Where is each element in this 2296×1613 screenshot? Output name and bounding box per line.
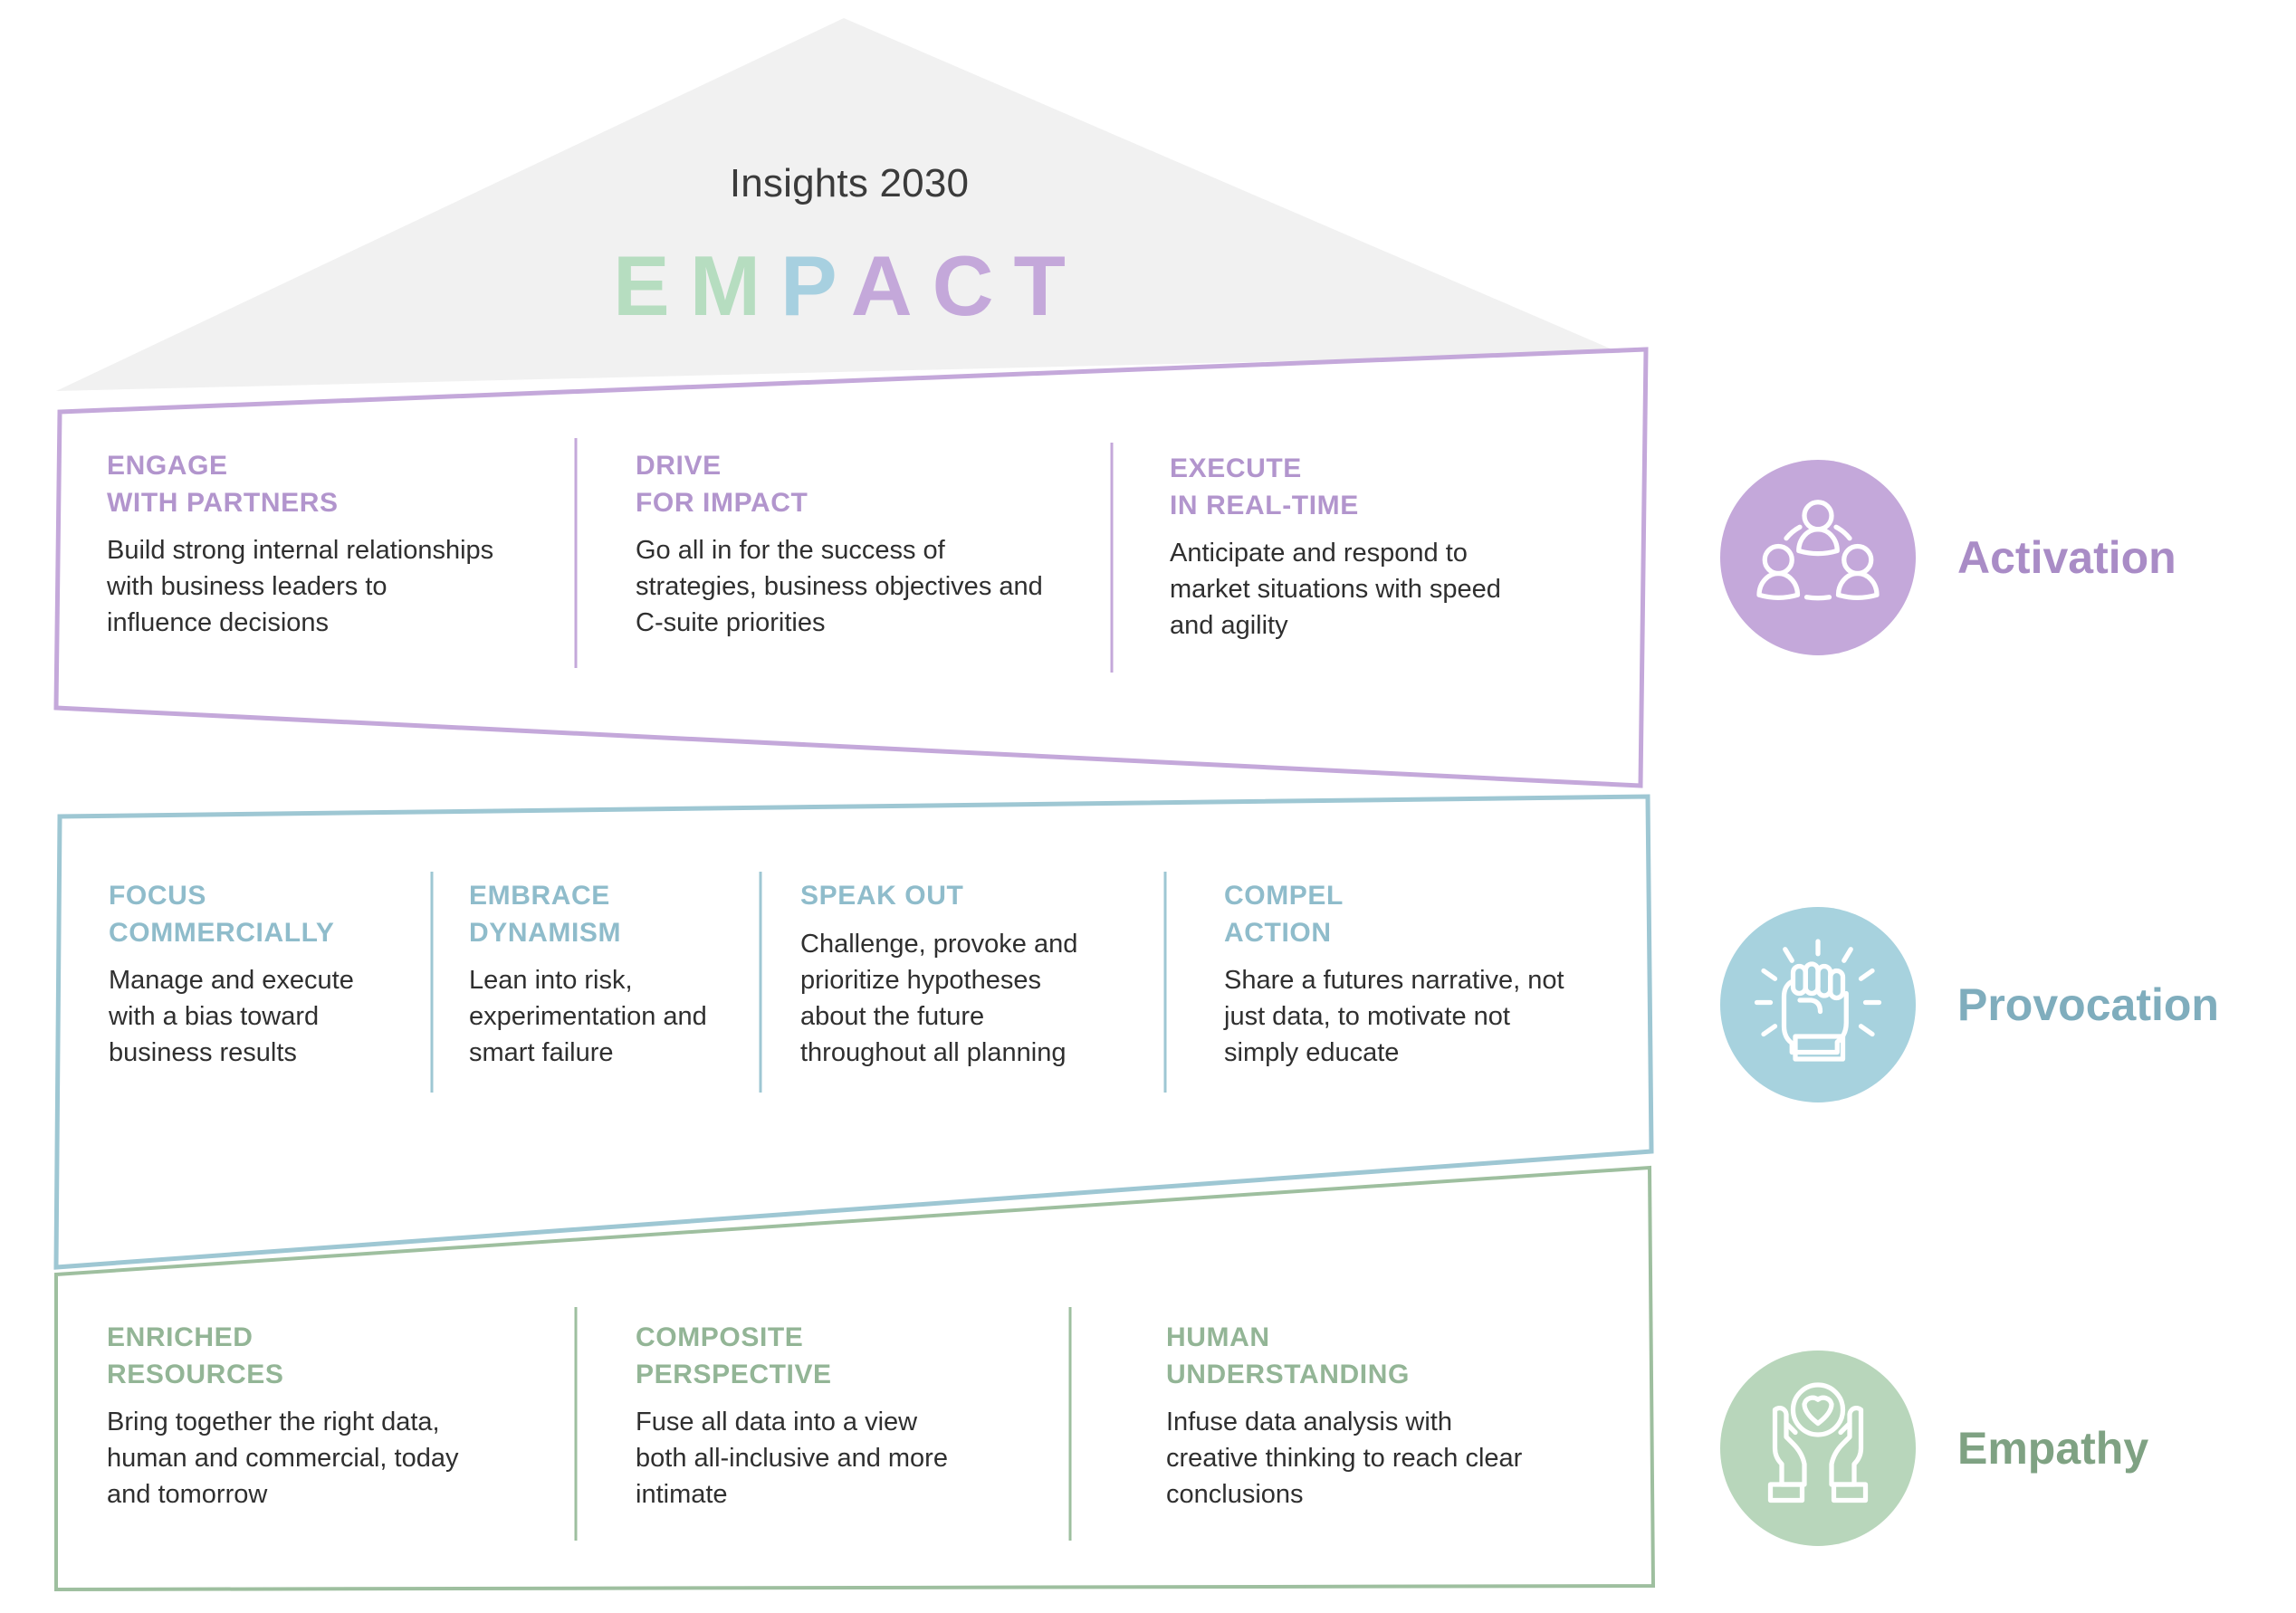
card-heading: DRIVE FOR IMPACT [636,451,808,518]
card-heading: EXECUTE IN REAL-TIME [1170,453,1359,520]
card-heading: ENGAGE WITH PARTNERS [107,451,339,518]
card-heading: COMPOSITE PERSPECTIVE [636,1322,832,1389]
empact-acronym: EMPACT [442,237,1257,335]
acronym-letter-m: M [689,238,781,333]
card-heading: ENRICHED RESOURCES [107,1322,284,1389]
roof-triangle [56,18,1621,391]
acronym-letter-a: A [850,238,933,333]
card-heading: EMBRACE DYNAMISM [469,881,622,948]
card-composite-perspective: COMPOSITE PERSPECTIVE Fuse all data into… [636,1320,1061,1513]
card-heading: FOCUS COMMERCIALLY [109,881,335,948]
card-compel-action: COMPEL ACTION Share a futures narrative,… [1224,878,1622,1071]
acronym-letter-e: E [613,238,690,333]
acronym-letter-p: P [780,238,851,333]
card-body: Go all in for the success of strategies,… [636,536,1043,638]
legend-label-empathy: Empathy [1957,1423,2149,1474]
hands-heart-icon [1720,1351,1916,1546]
page-title: Insights 2030 [729,161,970,205]
activation-panel-outline [53,347,1649,788]
card-body: Share a futures narrative, not just data… [1224,966,1564,1068]
card-body: Challenge, provoke and prioritize hypoth… [800,929,1078,1067]
card-body: Anticipate and respond to market situati… [1170,539,1501,641]
card-focus-commercially: FOCUS COMMERCIALLY Manage and execute wi… [109,878,407,1071]
legend-item-empathy[interactable]: Empathy [1720,1351,2148,1546]
card-body: Infuse data analysis with creative think… [1166,1408,1523,1510]
card-embrace-dynamism: EMBRACE DYNAMISM Lean into risk, experim… [469,878,750,1071]
legend-item-provocation[interactable]: Provocation [1720,907,2219,1102]
empathy-panel-outline [54,1165,1656,1592]
legend-label-activation: Activation [1957,532,2176,583]
card-body: Fuse all data into a view both all-inclu… [636,1408,948,1510]
provocation-panel-outline [53,794,1654,1270]
people-network-icon [1720,460,1916,655]
card-heading: HUMAN UNDERSTANDING [1166,1322,1410,1389]
card-speak-out: SPEAK OUT Challenge, provoke and priorit… [800,878,1153,1071]
acronym-letter-c: C [932,238,1014,333]
card-engage-with-partners: ENGAGE WITH PARTNERS Build strong intern… [107,448,564,641]
raised-fist-icon [1720,907,1916,1102]
card-enriched-resources: ENRICHED RESOURCES Bring together the ri… [107,1320,541,1513]
card-drive-for-impact: DRIVE FOR IMPACT Go all in for the succe… [636,448,1097,641]
card-body: Bring together the right data, human and… [107,1408,459,1510]
card-heading: SPEAK OUT [800,881,964,911]
card-heading: COMPEL ACTION [1224,881,1344,948]
acronym-letter-t: T [1013,238,1086,333]
card-body: Manage and execute with a bias toward bu… [109,966,354,1068]
legend-label-provocation: Provocation [1957,979,2219,1030]
legend-item-activation[interactable]: Activation [1720,460,2176,655]
card-body: Lean into risk, experimentation and smar… [469,966,707,1068]
card-body: Build strong internal relationships with… [107,536,494,638]
card-execute-in-real-time: EXECUTE IN REAL-TIME Anticipate and resp… [1170,451,1627,644]
card-human-understanding: HUMAN UNDERSTANDING Infuse data analysis… [1166,1320,1619,1513]
